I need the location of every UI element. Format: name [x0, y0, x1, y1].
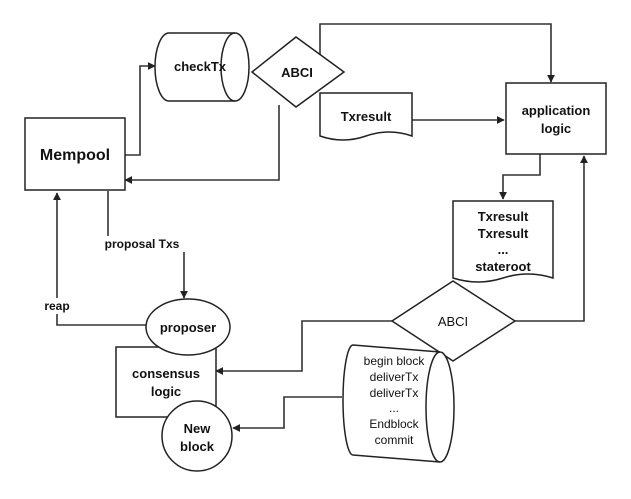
txresult-doc-label: Txresult [341, 109, 392, 124]
edge-abci-to-mempool [124, 105, 280, 184]
proposer-label: proposer [160, 320, 216, 335]
abci-mid-node: ABCI [390, 280, 517, 362]
mempool-label: Mempool [40, 147, 110, 164]
reap-label: reap [44, 299, 69, 313]
mempool-box [24, 117, 126, 191]
checktx-node: checkTx [154, 32, 250, 102]
abci-mid-label: ABCI [438, 314, 468, 329]
edge-abci-to-app [319, 23, 555, 83]
block-ops-line-3: deliverTx [370, 386, 419, 400]
block-ops-line-5: Endblock [369, 417, 419, 431]
app-logic-box [505, 82, 607, 155]
results-line-2: Txresult [478, 226, 529, 241]
app-logic-line-2: logic [541, 121, 571, 136]
abci-mid-diamond [390, 280, 517, 362]
mempool-node: Mempool [24, 117, 126, 191]
checktx-label: checkTx [174, 59, 227, 74]
block-ops-cylinder-face [425, 351, 441, 463]
block-ops-line-6: commit [375, 433, 414, 447]
checktx-cylinder-face [220, 32, 236, 102]
abci-top-label: ABCI [281, 65, 313, 80]
block-ops-node: begin block deliverTx deliverTx ... Endb… [342, 344, 455, 463]
consensus-line-2: logic [151, 384, 181, 399]
proposal-txs-label: proposal Txs [105, 237, 180, 251]
edge-mempool-to-checktx [125, 62, 156, 156]
app-logic-node: application logic [505, 82, 607, 155]
edge-abci-mid-to-app [515, 155, 588, 322]
new-block-line-2: block [180, 439, 215, 454]
block-ops-line-2: deliverTx [370, 370, 419, 384]
abci-top-node: ABCI [250, 36, 346, 108]
txresult-doc-shape [319, 92, 413, 141]
new-block-line-1: New [184, 421, 212, 436]
new-block-circle [161, 400, 233, 472]
results-line-3: ... [498, 242, 509, 257]
edge-app-to-results [499, 154, 541, 200]
results-doc-node: Txresult Txresult ... stateroot [452, 200, 554, 283]
abci-top-diamond [250, 36, 346, 108]
new-block-node: New block [161, 400, 233, 472]
edge-blockops-to-newblock [232, 396, 342, 432]
edge-abci-mid-to-consensus [215, 320, 392, 375]
consensus-line-1: consensus [132, 366, 200, 381]
results-line-1: Txresult [478, 209, 529, 224]
results-line-4: stateroot [475, 259, 531, 274]
app-logic-line-1: application [522, 103, 591, 118]
block-ops-line-4: ... [389, 401, 399, 415]
edge-proposer-to-mempool [53, 192, 147, 326]
proposer-ellipse [145, 298, 231, 356]
reap-label-bg [40, 298, 74, 314]
block-ops-line-1: begin block [364, 354, 426, 368]
proposal-label-bg [96, 236, 188, 252]
results-doc-shape [452, 200, 554, 283]
proposer-node: proposer [145, 298, 231, 356]
txresult-doc-node: Txresult [319, 92, 413, 141]
